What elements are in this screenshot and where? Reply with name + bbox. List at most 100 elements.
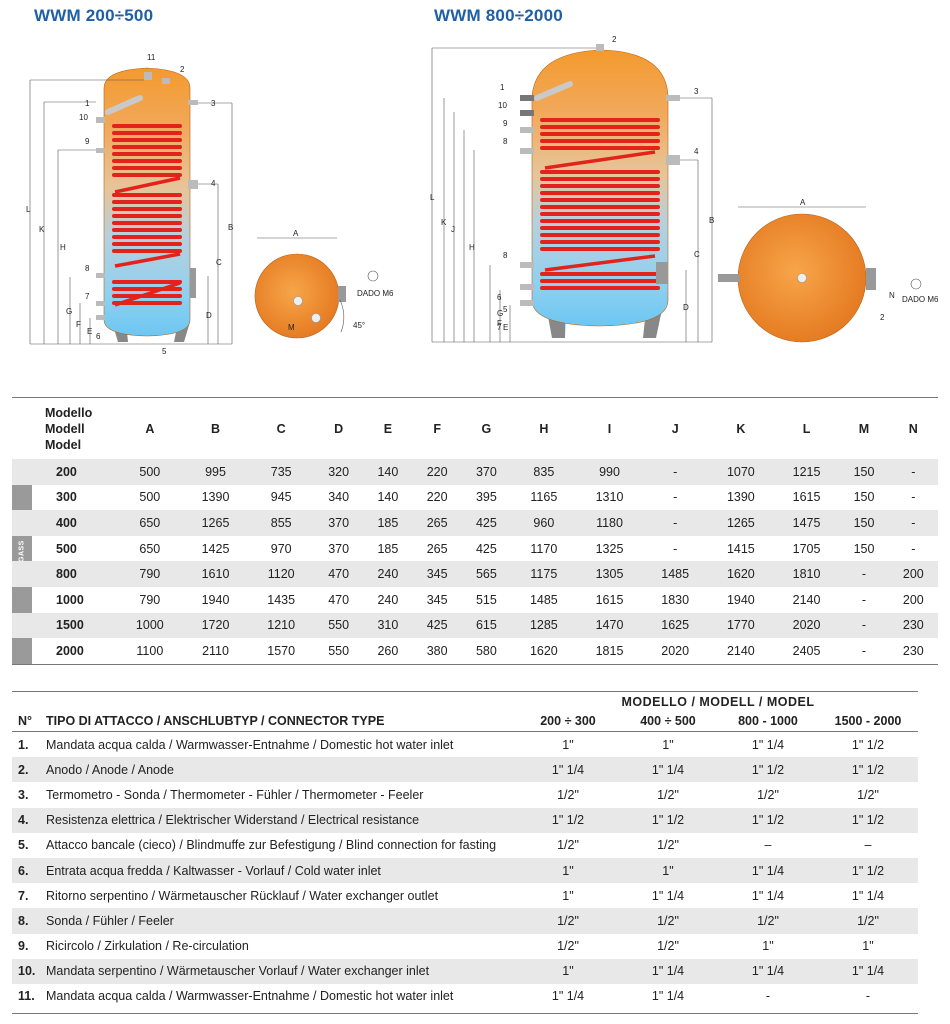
connector-number: 7. — [18, 888, 29, 903]
dimension-cell: 650 — [139, 541, 161, 556]
svg-text:D: D — [206, 311, 212, 320]
title-large-models: WWM 800÷2000 — [434, 6, 563, 25]
dimension-cell: 1180 — [576, 510, 643, 536]
dimension-cell: 1770 — [708, 612, 774, 639]
svg-text:9: 9 — [85, 137, 90, 146]
dimension-cell: 990 — [576, 459, 643, 485]
col-header-H: H — [511, 397, 577, 459]
connector-row: 6.Entrata acqua fredda / Kaltwasser - Vo… — [12, 857, 918, 884]
connector-table-top-rule — [12, 691, 918, 692]
dimension-cell: 150 — [839, 459, 889, 485]
dimension-cell: 1940 — [726, 592, 755, 607]
dimension-cell: 240 — [363, 561, 413, 587]
connector-size: 1" 1/4 — [851, 888, 885, 903]
svg-text:DADO M6: DADO M6 — [357, 289, 394, 298]
connector-size: 1" 1/2 — [818, 807, 918, 833]
connector-size: 1" — [862, 939, 874, 954]
dimension-cell: 1285 — [511, 612, 577, 639]
connector-size: 1/2" — [857, 787, 879, 802]
dimension-cell: 500 — [117, 459, 183, 485]
model-cell: 1000 — [56, 592, 84, 607]
connector-size: 1" 1/2 — [518, 807, 618, 833]
connector-size: 1" 1/2 — [718, 757, 818, 783]
connector-size: 1" — [518, 857, 618, 884]
connector-size: 1/2" — [657, 787, 679, 802]
model-cell: 800 — [12, 561, 117, 587]
dimension-cell: - — [673, 541, 678, 556]
dimension-cell: 1810 — [773, 561, 840, 587]
svg-text:7: 7 — [497, 323, 502, 332]
svg-text:B: B — [228, 223, 233, 232]
model-cell: 2000 — [12, 638, 117, 665]
col-header-D: D — [314, 397, 364, 459]
connector-size: 1" 1/4 — [651, 989, 685, 1004]
svg-text:F: F — [497, 319, 502, 328]
connector-number: 1. — [18, 737, 29, 752]
model-header-1500-2000: 1500 - 2000 — [818, 711, 918, 732]
connector-size: 1/2" — [557, 939, 579, 954]
svg-text:8: 8 — [85, 264, 90, 273]
dimension-cell: 260 — [363, 638, 413, 665]
dimension-cell: 1485 — [642, 561, 709, 587]
dimension-cell: 2140 — [792, 592, 821, 607]
dimension-cell: 790 — [139, 592, 161, 607]
dimension-cell: 265 — [426, 541, 448, 556]
connector-table-bottom-rule — [12, 1013, 918, 1014]
dimension-cell: 140 — [377, 490, 399, 505]
dimension-cell: - — [673, 490, 678, 505]
dimension-cell: 1175 — [511, 561, 577, 587]
dimension-cell: 1305 — [576, 561, 643, 587]
dimension-cell: 995 — [182, 459, 249, 485]
connector-group-header-row: MODELLO / MODELL / MODEL — [12, 692, 918, 711]
dimension-cell: 970 — [270, 541, 292, 556]
connector-size: 1/2" — [757, 787, 779, 802]
connector-type: Attacco bancale (cieco) / Blindmuffe zur… — [46, 838, 497, 853]
connector-number: 4. — [12, 807, 46, 833]
connector-size: 1" 1/4 — [618, 958, 718, 984]
svg-text:1: 1 — [500, 83, 505, 92]
dimension-cell: 185 — [363, 510, 413, 536]
svg-text:10: 10 — [79, 113, 88, 122]
connector-size: – — [764, 838, 772, 853]
svg-text:11: 11 — [147, 53, 156, 62]
model-header: Modello Modell Model — [12, 397, 117, 459]
model-header-800-1000: 800 - 1000 — [718, 711, 818, 732]
connector-size: 1" 1/4 — [751, 737, 785, 752]
dimension-cell: - — [839, 612, 889, 639]
dimension-cell: 550 — [314, 612, 364, 639]
dimension-cell: 230 — [888, 638, 938, 665]
svg-text:45°: 45° — [353, 321, 365, 330]
dimension-cell: 1435 — [267, 592, 296, 607]
model-cell: 500 — [56, 541, 77, 556]
connector-number: 9. — [18, 939, 29, 954]
dimension-cell: 150 — [839, 510, 889, 536]
connector-number: 10. — [12, 958, 46, 984]
dimension-cell: 230 — [888, 612, 938, 639]
dimension-cell: 565 — [461, 561, 512, 587]
dimension-cell: 425 — [461, 510, 512, 536]
connector-size: 1" 1/2 — [718, 807, 818, 833]
dimension-cell: 1310 — [595, 490, 624, 505]
connector-size: 1" 1/4 — [751, 888, 785, 903]
large-top-view: A N DADO M6 2 — [718, 198, 939, 343]
dimension-cell: 1100 — [117, 638, 183, 665]
dimension-cell: - — [642, 459, 709, 485]
dimension-cell: 1615 — [792, 490, 821, 505]
svg-text:K: K — [441, 218, 447, 227]
svg-text:4: 4 — [211, 179, 216, 188]
dimension-cell: 1210 — [248, 612, 315, 639]
connector-size: 1/2" — [718, 908, 818, 934]
dimension-cell: - — [888, 510, 938, 536]
dimension-cell: 855 — [248, 510, 315, 536]
connector-row: 10.Mandata serpentino / Wärmetauscher Vo… — [12, 958, 918, 984]
connector-size: 1" 1/4 — [518, 757, 618, 783]
dimension-cell: 2110 — [182, 638, 249, 665]
svg-text:H: H — [469, 243, 475, 252]
dimension-cell: 150 — [853, 541, 875, 556]
